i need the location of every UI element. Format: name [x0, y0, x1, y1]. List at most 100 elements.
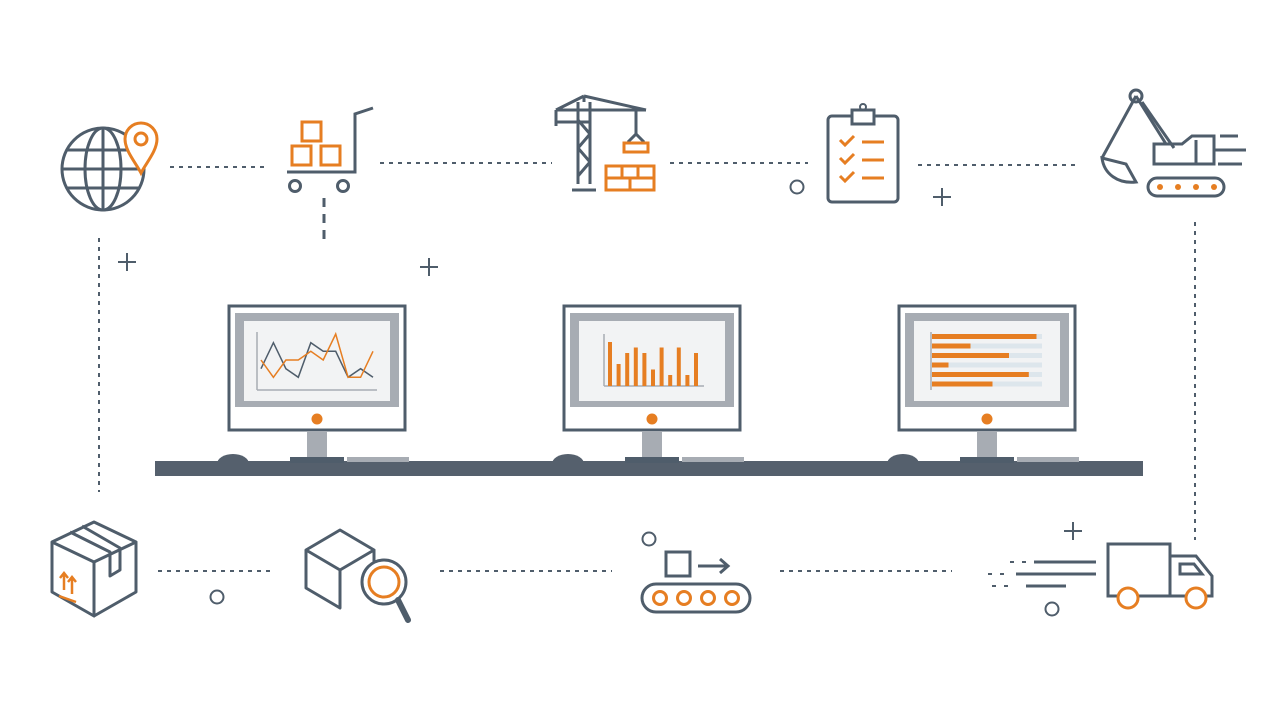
track-wheel-1 [1157, 184, 1163, 190]
bar-4 [642, 353, 647, 386]
truck-wheel-rear [1116, 586, 1140, 610]
box-tape [69, 524, 122, 578]
truck-cargo [1106, 542, 1172, 598]
excavator-track [1146, 176, 1226, 198]
hbar-0 [932, 334, 1037, 339]
cart-box-top [300, 120, 323, 143]
conveyor-roller-2 [676, 590, 692, 606]
conveyor-roller-1 [652, 590, 668, 606]
monitor-screen [914, 321, 1060, 401]
monitor-stand [307, 431, 327, 461]
box-search-icon [304, 528, 411, 623]
truck-window [1178, 562, 1206, 576]
track-wheel-2 [1175, 184, 1181, 190]
box-left-face [50, 542, 96, 618]
circle-decoration-4 [1044, 601, 1060, 617]
box-top-face [50, 520, 138, 564]
cube-left [304, 550, 342, 610]
excavator-boom [1134, 95, 1168, 145]
desk [155, 461, 1143, 476]
line-series-dark [260, 340, 374, 379]
monitor-screen [244, 321, 390, 401]
conveyor-belt [640, 582, 752, 614]
conveyor-belt-icon [640, 550, 752, 614]
this-side-up-arrow-1 [59, 570, 69, 590]
globe-location-icon [60, 121, 159, 212]
monitor-bar-chart [552, 304, 744, 464]
plus-decoration-1 [118, 253, 136, 271]
crane-tie [555, 94, 647, 112]
motion-dots [988, 561, 1026, 587]
track-wheel-3 [1193, 184, 1199, 190]
circle-decoration-2 [209, 589, 225, 605]
clipboard-clip [850, 108, 876, 126]
mini-bar-chart [603, 334, 704, 387]
conveyor-roller-4 [724, 590, 740, 606]
hbar-1 [932, 343, 971, 349]
conveyor-roller-3 [700, 590, 716, 606]
pin-dot [133, 131, 149, 147]
clipboard-checklist-icon [826, 103, 900, 204]
track-wheel-4 [1211, 184, 1217, 190]
mini-line-chart [256, 331, 377, 391]
crane-mast-bracing [576, 119, 592, 177]
keyboard [347, 457, 409, 462]
mini-horizontal-bar-chart [930, 332, 1042, 390]
plus-decoration-2 [420, 258, 438, 276]
this-side-up-arrow-2 [67, 574, 77, 594]
connectors [98, 162, 1196, 572]
cart-wheel-left [288, 179, 302, 193]
clipboard-clip-hole [859, 103, 867, 111]
cart-box-bottom-right [319, 144, 342, 167]
bar-10 [694, 353, 698, 386]
excavator-icon [1100, 88, 1246, 198]
cart-box-bottom-left [290, 144, 313, 167]
bar-0 [608, 342, 612, 386]
checkmark-1 [838, 134, 856, 148]
power-led [311, 413, 323, 425]
monitor-stand [977, 431, 997, 461]
cube-top [304, 528, 376, 572]
circle-decoration-1 [789, 179, 805, 195]
power-led [981, 413, 993, 425]
pin-outline [123, 121, 159, 177]
bar-8 [676, 347, 681, 386]
checkmark-3 [838, 170, 856, 184]
mouse [887, 454, 919, 464]
conveyor-arrow [698, 557, 731, 575]
hbar-3 [932, 362, 949, 368]
boom-joint [1128, 88, 1144, 104]
plus-decoration-3 [933, 188, 951, 206]
bar-3 [633, 347, 638, 386]
truck-cab [1168, 554, 1214, 598]
desk-surface [155, 461, 1143, 476]
shopping-cart-boxes-icon [287, 106, 374, 193]
bar-2 [625, 353, 630, 386]
crane-hook [626, 131, 646, 144]
mouse [217, 454, 249, 464]
delivery-truck-icon [988, 542, 1214, 610]
crane-load [622, 141, 650, 154]
box-right-face [93, 542, 138, 618]
monitor-base [290, 457, 344, 463]
location-pin [123, 121, 159, 177]
line-series-orange [260, 331, 374, 379]
bar-5 [651, 369, 655, 386]
excavator-arm [1100, 95, 1138, 159]
monitor-line-chart [217, 304, 409, 464]
bar-9 [685, 375, 690, 386]
bar-1 [616, 364, 621, 386]
hbar-2 [932, 353, 1009, 358]
monitor-stand [642, 431, 662, 461]
power-led [646, 413, 658, 425]
keyboard [682, 457, 744, 462]
keyboard [1017, 457, 1079, 462]
package-box-icon [50, 520, 138, 618]
hbar-track-3 [932, 362, 1042, 368]
brick-stack-top [604, 164, 656, 180]
mouse [552, 454, 584, 464]
magnifier-inner [367, 565, 401, 599]
bar-7 [668, 375, 673, 386]
